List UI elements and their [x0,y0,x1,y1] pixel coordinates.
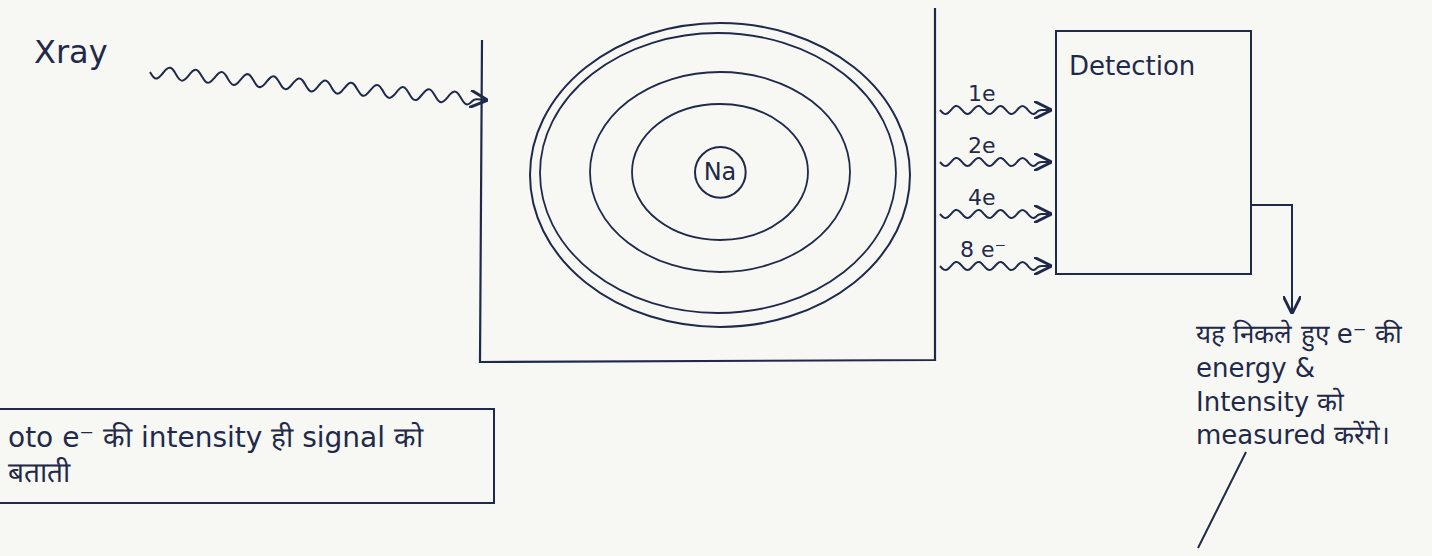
node-text: oto e⁻ की intensity ही signal को बताती [8,420,479,490]
electron-label: 2e [968,132,996,161]
note-box: oto e⁻ की intensity ही signal को बताती [0,408,495,504]
note-text: यह निकले हुए e⁻ की energy & Intensity को… [1196,318,1424,453]
electron-label: 8 e⁻ [960,236,1006,265]
wavy-arrow [940,210,1050,218]
circle-outline [695,147,746,198]
node-text: Na [704,157,737,187]
wavy-arrow [940,106,1050,114]
leader-arrow [1252,205,1292,312]
wavy-arrow [940,158,1050,166]
leader-line [1198,452,1246,548]
electron-shell [632,104,808,240]
detector-box: Detection [1055,30,1252,275]
electron-shell [540,33,896,313]
node-text: Detection [1069,50,1238,83]
electron-label: 1e [968,80,996,109]
electron-shell [590,72,850,272]
sample-holder [480,8,935,362]
wavy-arrow [150,68,486,105]
electron-label: 4e [968,184,996,213]
nucleus-circle: Na [693,145,748,200]
wavy-arrow [940,262,1050,270]
electron-shell [530,23,910,327]
xray-label: Xray [34,32,108,74]
